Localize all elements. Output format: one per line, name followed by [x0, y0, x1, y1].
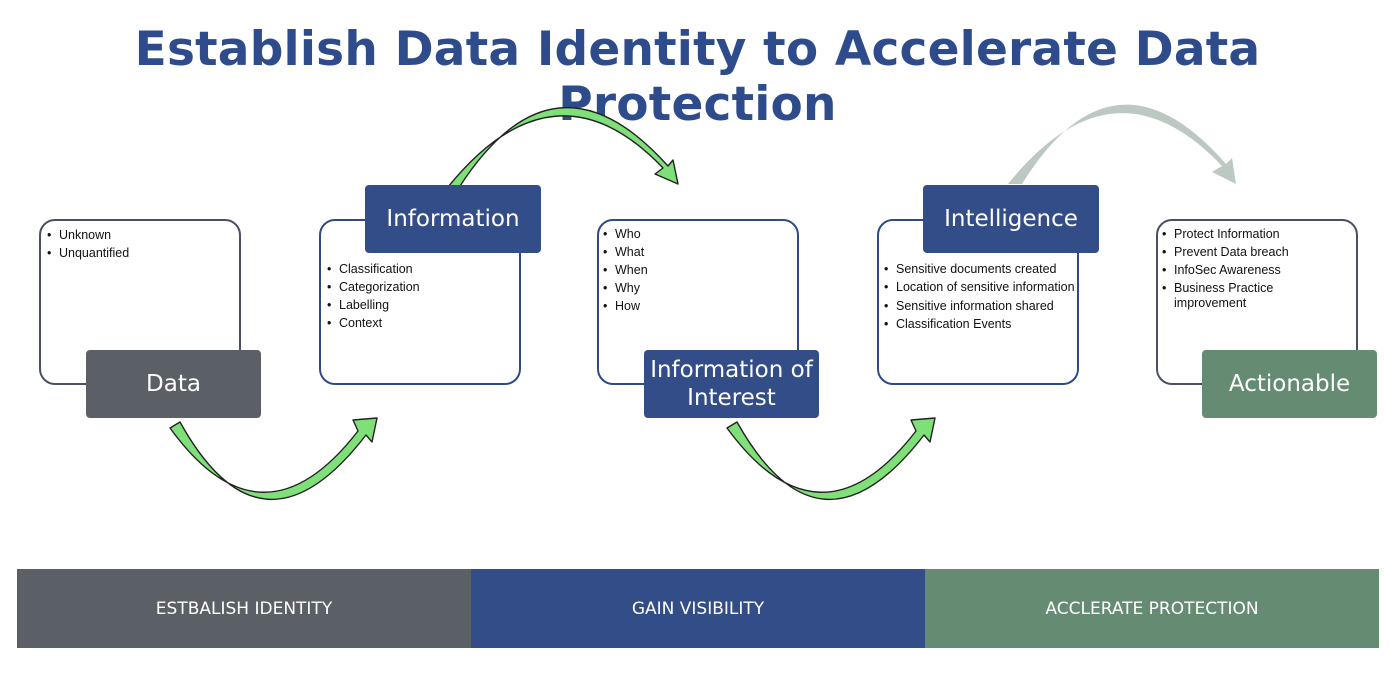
- list-item: Unknown: [47, 226, 129, 244]
- list-item: Categorization: [327, 278, 420, 296]
- list-item: Context: [327, 314, 420, 332]
- page-title: Establish Data Identity to Accelerate Da…: [134, 22, 1261, 132]
- arrow-intelligence-to-actionable: [1008, 104, 1236, 184]
- actionable-items: Protect Information Prevent Data breach …: [1162, 225, 1342, 311]
- arrow-data-to-information: [169, 417, 378, 501]
- list-item: Sensitive documents created: [884, 260, 1076, 278]
- interest-label: Information of Interest: [644, 350, 819, 418]
- arrow-interest-to-intelligence: [726, 417, 936, 500]
- list-item: What: [603, 243, 648, 261]
- arrow-information-to-interest: [447, 107, 679, 188]
- actionable-label: Actionable: [1202, 350, 1377, 418]
- list-item: Why: [603, 279, 648, 297]
- list-item: Prevent Data breach: [1162, 243, 1342, 261]
- list-item: Location of sensitive information: [884, 280, 1076, 295]
- list-item: InfoSec Awareness: [1162, 261, 1342, 279]
- band-gain-visibility: GAIN VISIBILITY: [471, 569, 925, 648]
- information-items: Classification Categorization Labelling …: [327, 260, 420, 332]
- data-items: Unknown Unquantified: [47, 226, 129, 262]
- data-label: Data: [86, 350, 261, 418]
- intelligence-label: Intelligence: [923, 185, 1099, 253]
- list-item: Business Practice improvement: [1162, 281, 1342, 311]
- list-item: Sensitive information shared: [884, 297, 1076, 315]
- list-item: When: [603, 261, 648, 279]
- band-establish-identity: ESTBALISH IDENTITY: [17, 569, 471, 648]
- list-item: Labelling: [327, 296, 420, 314]
- list-item: Classification Events: [884, 315, 1076, 333]
- list-item: Who: [603, 225, 648, 243]
- list-item: How: [603, 297, 648, 315]
- list-item: Protect Information: [1162, 225, 1342, 243]
- band-accelerate-protection: ACCLERATE PROTECTION: [925, 569, 1379, 648]
- list-item: Unquantified: [47, 244, 129, 262]
- intelligence-items: Sensitive documents created Location of …: [884, 260, 1076, 333]
- interest-items: Who What When Why How: [603, 225, 648, 315]
- list-item: Classification: [327, 260, 420, 278]
- information-label: Information: [365, 185, 541, 253]
